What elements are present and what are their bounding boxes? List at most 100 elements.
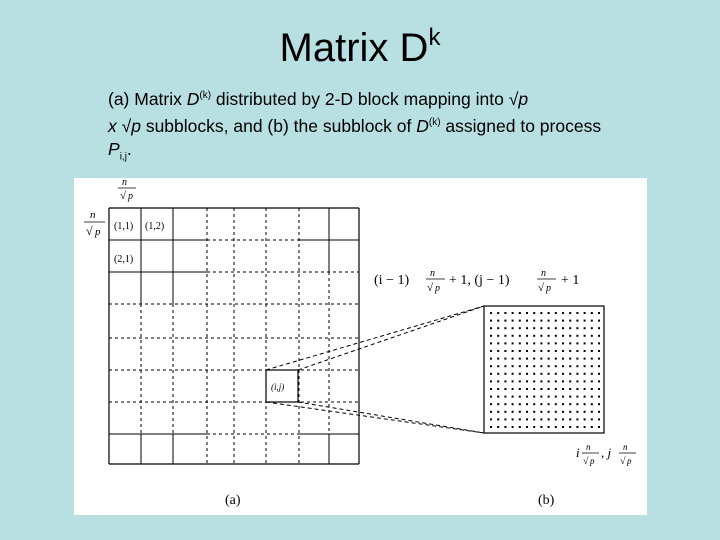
p-symbol: p <box>626 456 632 466</box>
projection-lines <box>265 305 485 434</box>
subblock-element-dot <box>554 395 557 398</box>
subblock-element-dot <box>497 426 500 428</box>
subblock-element-dot <box>504 312 507 314</box>
subblock-element-dot <box>533 312 536 314</box>
subblock-element-dot <box>511 365 514 368</box>
subblock-element-dot <box>497 342 500 345</box>
n-symbol: n <box>430 268 435 279</box>
subblock-element-dot <box>497 357 500 360</box>
cell-label-2-1: (2,1) <box>114 254 133 265</box>
subblock-element-dot <box>569 334 572 337</box>
subblock-element-dot <box>497 319 500 322</box>
subblock-element-dot <box>554 357 557 360</box>
row-height-label: n √ p <box>84 209 105 238</box>
title-main: Matrix D <box>279 26 429 70</box>
subblock-element-dot <box>547 418 550 421</box>
subblock-element-dot <box>562 372 564 375</box>
subblock-element-dot <box>554 380 557 383</box>
sqrt-symbol: √ <box>120 190 127 202</box>
subblock-element-dot <box>590 327 593 330</box>
caption-text: (a) Matrix <box>108 88 187 109</box>
subblock-element-dot <box>526 334 528 337</box>
subblock-element-dot <box>569 357 572 360</box>
subblock-element-dot <box>518 395 521 398</box>
subblock-element-dot <box>526 365 528 368</box>
subblock-element-dot <box>490 319 492 322</box>
subblock-element-dot <box>547 350 550 352</box>
subblock-element-dot <box>554 410 557 413</box>
subblock-element-dot <box>511 350 514 352</box>
part-label-a: (a) <box>225 493 241 508</box>
subblock-element-dot <box>576 395 579 398</box>
subblock-element-dot <box>511 410 514 413</box>
subblock-element-dot <box>504 395 507 398</box>
zoomed-subblock <box>483 305 605 434</box>
subblock-element-dot <box>518 357 521 360</box>
block-mapping-figure: n √ p n √ p (1,1) (1,2) (2,1) (i,j) (i −… <box>74 178 647 515</box>
projection-line <box>297 305 485 371</box>
subblock-element-dot <box>526 312 528 314</box>
subblock-element-dot <box>562 357 564 360</box>
subblock-element-dot <box>590 426 593 428</box>
subblock-element-dot <box>562 426 564 428</box>
subblock-element-dot <box>526 380 528 383</box>
subblock-element-dot <box>562 388 564 390</box>
subblock-element-dot <box>562 334 564 337</box>
index-j: , j <box>601 445 612 460</box>
subblock-element-dot <box>569 342 572 345</box>
subblock-element-dot <box>576 357 579 360</box>
n-symbol: n <box>623 442 628 452</box>
subblock-element-dot <box>518 312 521 314</box>
subblock-element-dot <box>598 426 600 428</box>
subblock-element-dot <box>511 319 514 322</box>
subblock-element-dot <box>576 334 579 337</box>
subblock-element-dot <box>518 410 521 413</box>
subblock-element-dot <box>526 350 528 352</box>
cell-labels: (1,1) (1,2) (2,1) (i,j) <box>114 221 284 392</box>
p-symbol: p <box>127 191 133 202</box>
subblock-element-dot <box>562 380 564 383</box>
subblock-element-dot <box>554 350 557 352</box>
subblock-element-dot <box>590 372 593 375</box>
subblock-element-dot <box>562 327 564 330</box>
subblock-element-dot <box>518 388 521 390</box>
subblock-element-dot <box>576 418 579 421</box>
subblock-element-dot <box>533 365 536 368</box>
projection-line <box>265 305 485 371</box>
projection-line <box>297 401 485 434</box>
subblock-element-dot <box>540 388 543 390</box>
subblock-element-dot <box>490 418 492 421</box>
subblock-element-dot <box>598 319 600 322</box>
caption-variable: p <box>518 88 529 109</box>
subblock-element-dot <box>504 342 507 345</box>
caption-variable: p <box>131 115 141 136</box>
subblock-element-dot <box>547 365 550 368</box>
subblock-element-dot <box>526 418 528 421</box>
subblock-element-dot <box>598 357 600 360</box>
subblock-element-dot <box>511 342 514 345</box>
subblock-element-dot <box>576 327 579 330</box>
subblock-element-dot <box>540 350 543 352</box>
caption-subscript: i,j <box>119 151 127 163</box>
subblock-element-dot <box>598 380 600 383</box>
subblock-element-dot <box>540 426 543 428</box>
subblock-element-dot <box>526 342 528 345</box>
subblock-element-dot <box>511 418 514 421</box>
subblock-element-dot <box>490 334 492 337</box>
subblock-element-dot <box>526 403 528 406</box>
subblock-element-dot <box>533 334 536 337</box>
subblock-element-dot <box>547 327 550 330</box>
subblock-element-dot <box>569 319 572 322</box>
index-term: (i − 1) <box>374 273 409 288</box>
subblock-element-dot <box>497 334 500 337</box>
caption-text: subblocks, and (b) the subblock of <box>140 115 417 136</box>
subblock-element-dot <box>554 365 557 368</box>
subblock-element-dot <box>533 350 536 352</box>
subblock-element-dot <box>518 365 521 368</box>
subblock-element-dot <box>547 395 550 398</box>
col-width-label: n √ p <box>118 178 136 202</box>
subblock-element-dot <box>590 319 593 322</box>
subblock-element-dot <box>518 426 521 428</box>
subblock-element-dot <box>576 350 579 352</box>
subblock-element-dot <box>526 372 528 375</box>
